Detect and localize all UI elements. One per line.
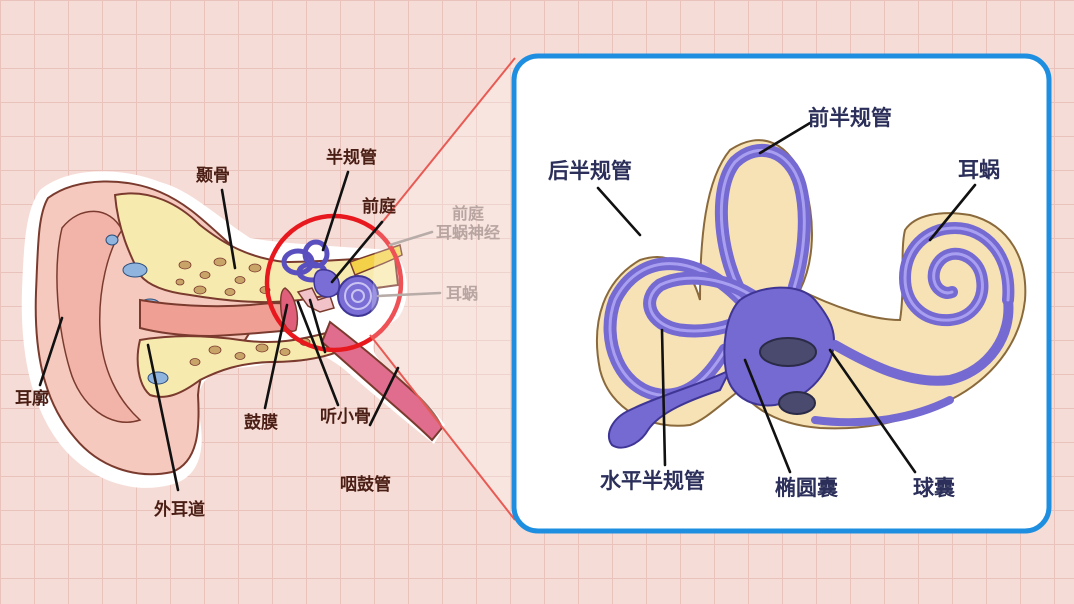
label-anterior-canal: 前半规管 xyxy=(808,106,892,130)
ear-labels: 耳廓 外耳道 颞骨 鼓膜 听小骨 半规管 前庭 咽鼓管 前庭 耳蜗神经 耳蜗 xyxy=(15,147,500,520)
eustachian-tube-shape xyxy=(320,320,444,442)
zoom-connector xyxy=(369,57,516,521)
horizontal-canal-highlight xyxy=(648,276,772,333)
temporal-bone-lower xyxy=(136,330,354,398)
label-nerve-line1: 前庭 xyxy=(452,204,484,223)
nerve-shape xyxy=(349,244,403,276)
label-vestibule: 前庭 xyxy=(362,196,396,217)
label-cochlea: 耳蜗 xyxy=(958,158,1000,182)
label-pinna: 耳廓 xyxy=(15,388,49,409)
label-saccule: 球囊 xyxy=(913,476,955,500)
cochlea-small-shape xyxy=(337,275,379,317)
label-semicircular-canals: 半规管 xyxy=(326,147,377,168)
utricle-macula xyxy=(759,337,817,367)
label-posterior-canal: 后半规管 xyxy=(548,159,632,183)
cochlear-duct xyxy=(830,295,1014,386)
label-utricle: 椭圆囊 xyxy=(775,476,838,500)
label-ossicles: 听小骨 xyxy=(320,406,371,427)
middle-inner-ear xyxy=(279,239,379,332)
label-ear-canal: 外耳道 xyxy=(154,499,205,520)
leader-lines xyxy=(38,121,977,492)
saccule-macula xyxy=(778,391,816,415)
vestibule-small xyxy=(313,269,340,298)
label-nerve-line2: 耳蜗神经 xyxy=(436,223,500,242)
label-eardrum: 鼓膜 xyxy=(244,412,278,433)
inner-ear-labels: 前半规管 后半规管 耳蜗 水平半规管 椭圆囊 球囊 xyxy=(548,106,1000,500)
label-cochlea-small: 耳蜗 xyxy=(446,284,478,303)
semicircular-canals-small xyxy=(281,239,330,283)
cochlear-base-duct xyxy=(811,396,954,427)
ear-cross-section xyxy=(21,171,446,488)
ossicles-shape xyxy=(296,287,335,313)
label-horizontal-canal: 水平半规管 xyxy=(600,469,705,493)
label-temporal-bone: 颞骨 xyxy=(195,166,230,186)
label-eustachian-tube: 咽鼓管 xyxy=(340,474,391,495)
cochlea-spiral xyxy=(898,221,1015,327)
endolymphatic-sac xyxy=(607,367,733,449)
